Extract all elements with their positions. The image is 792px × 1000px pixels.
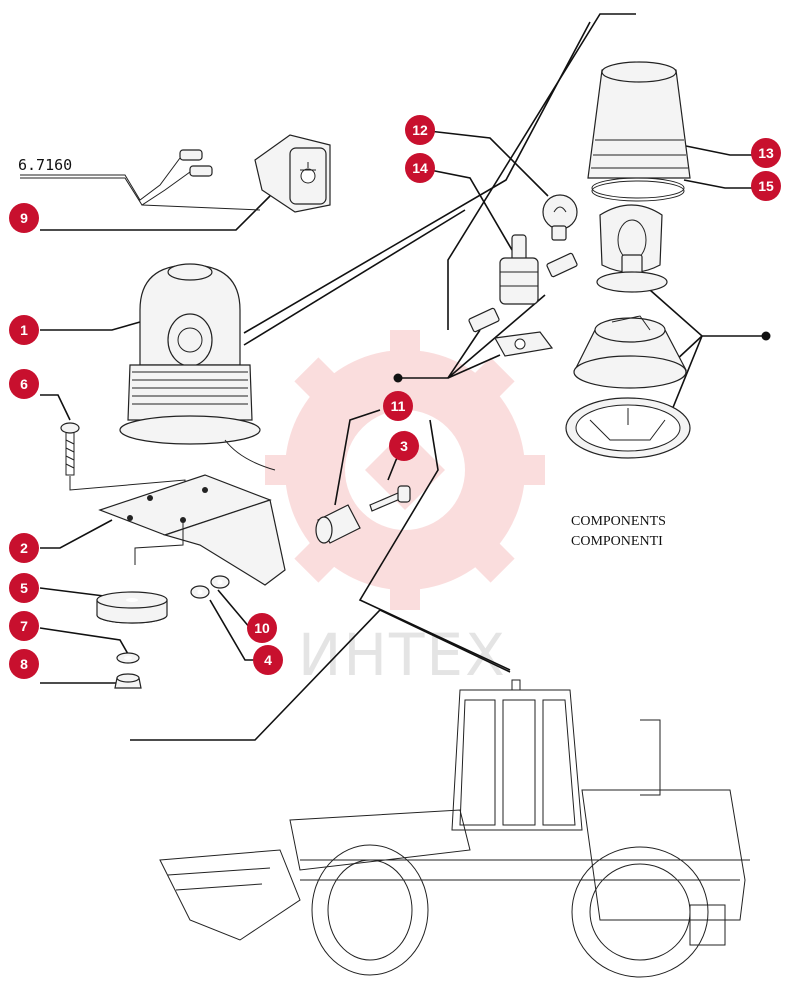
svg-text:7: 7 — [20, 618, 28, 634]
svg-text:5: 5 — [20, 580, 28, 596]
callout-14: 14 — [405, 153, 435, 183]
rubber-pad — [96, 591, 168, 624]
callout-7: 7 — [9, 611, 39, 641]
screw-3 — [369, 485, 411, 512]
spacer — [315, 504, 361, 544]
callout-9: 9 — [9, 203, 39, 233]
caption-line-1: COMPONENTS — [571, 514, 666, 529]
seal-ring — [591, 177, 685, 202]
callout-8: 8 — [9, 649, 39, 679]
svg-text:3: 3 — [400, 438, 408, 454]
leader-lines — [39, 13, 771, 741]
svg-text:8: 8 — [20, 656, 28, 672]
nut-pair — [190, 575, 230, 599]
svg-text:9: 9 — [20, 210, 28, 226]
svg-text:2: 2 — [20, 540, 28, 556]
callout-5: 5 — [9, 573, 39, 603]
callout-11: 11 — [383, 391, 413, 421]
rocker-switch — [254, 134, 331, 213]
callout-1: 1 — [9, 315, 39, 345]
svg-text:10: 10 — [254, 620, 270, 636]
svg-text:12: 12 — [412, 122, 428, 138]
watermark-logo — [265, 330, 545, 610]
caption-line-2: COMPONENTI — [571, 534, 663, 549]
callout-6: 6 — [9, 369, 39, 399]
callout-13: 13 — [751, 138, 781, 168]
svg-text:14: 14 — [412, 160, 428, 176]
callout-3: 3 — [389, 431, 419, 461]
wheel-loader — [159, 679, 750, 978]
washer — [116, 652, 140, 664]
callout-4: 4 — [253, 645, 283, 675]
svg-text:13: 13 — [758, 145, 774, 161]
svg-text:6: 6 — [20, 376, 28, 392]
svg-text:4: 4 — [264, 652, 272, 668]
svg-text:1: 1 — [20, 322, 28, 338]
contact-clips — [468, 252, 578, 357]
watermark-text: ИНТЕХ — [298, 621, 507, 689]
wire-harness — [20, 149, 261, 211]
nut — [114, 673, 142, 689]
svg-text:11: 11 — [391, 398, 406, 414]
callout-15: 15 — [751, 171, 781, 201]
bulb — [542, 194, 578, 241]
lens-dome — [587, 61, 691, 179]
reference-code: 6.7160 — [18, 156, 72, 174]
svg-text:15: 15 — [758, 178, 774, 194]
mounting-bracket — [98, 474, 286, 586]
callout-10: 10 — [247, 613, 277, 643]
callout-12: 12 — [405, 115, 435, 145]
lamp-holder — [499, 234, 539, 305]
callout-2: 2 — [9, 533, 39, 563]
reflector-assembly — [565, 204, 691, 459]
beacon-light — [119, 263, 276, 471]
